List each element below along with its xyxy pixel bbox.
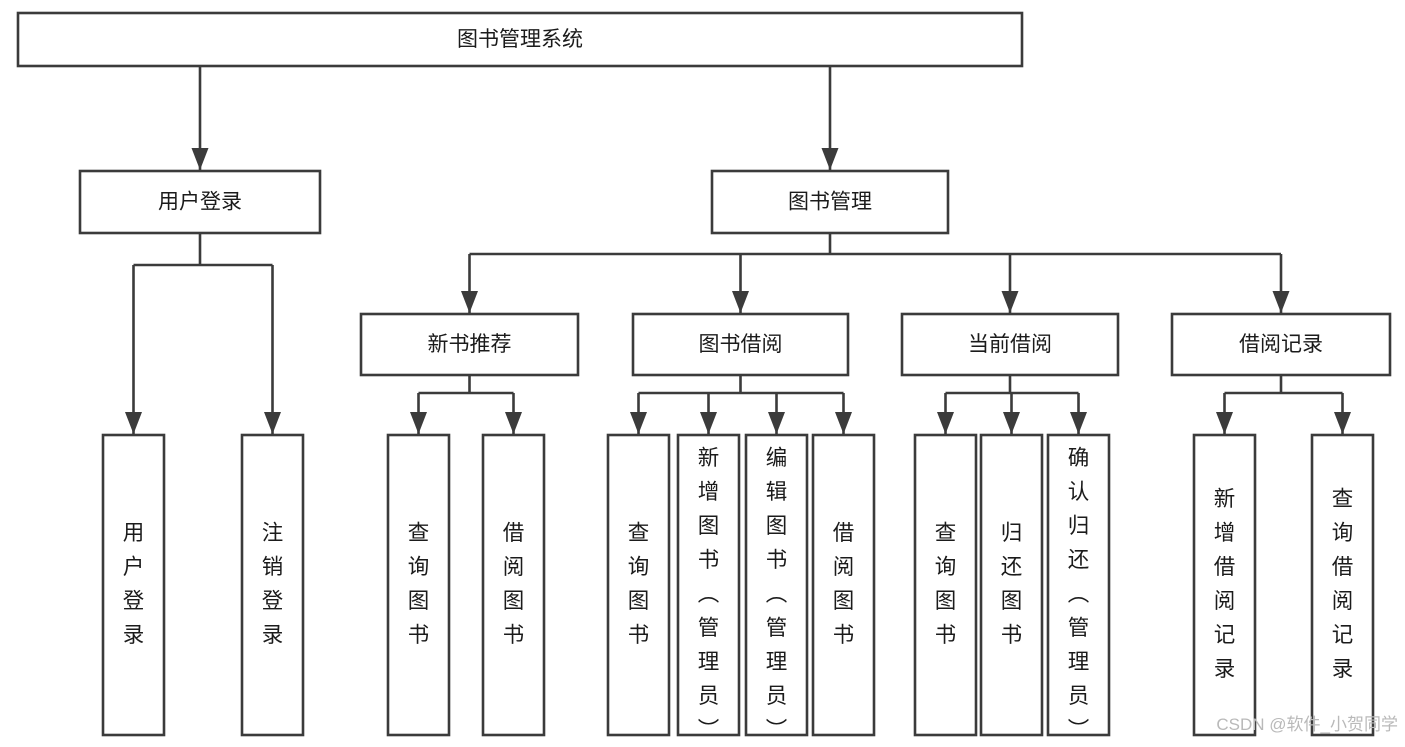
node-label-leaf-query-book-recommend: 查询图书 bbox=[408, 521, 430, 647]
node-box-leaf-return-book bbox=[979, 433, 1044, 737]
edge-arrowhead bbox=[461, 291, 478, 313]
node-box-borrow-record bbox=[1170, 312, 1392, 377]
node-box-leaf-query-book-recommend bbox=[386, 433, 451, 737]
node-leaf-logout-login[interactable]: 注销登录 bbox=[240, 433, 305, 737]
node-label-new-book-recommend: 新书推荐 bbox=[428, 333, 512, 356]
connector-from-book-borrow bbox=[630, 375, 852, 434]
node-box-leaf-user-login bbox=[101, 433, 166, 737]
edge-arrowhead bbox=[1001, 291, 1019, 313]
node-leaf-query-book-current[interactable]: 查询图书 bbox=[913, 433, 978, 737]
node-box-leaf-edit-book-admin bbox=[744, 433, 809, 737]
node-box-leaf-query-book-current bbox=[913, 433, 978, 737]
node-label-leaf-borrow-book-recommend: 借阅图书 bbox=[503, 521, 525, 647]
node-label-leaf-edit-book-admin: 编辑图书︵管理员︶ bbox=[766, 446, 788, 742]
node-label-leaf-borrow-book: 借阅图书 bbox=[833, 521, 855, 647]
connector-from-user-login bbox=[125, 233, 281, 434]
node-current-borrow[interactable]: 当前借阅 bbox=[900, 312, 1120, 377]
node-box-leaf-add-book-admin bbox=[676, 433, 741, 737]
edge-arrowhead bbox=[410, 412, 427, 434]
edge-arrowhead bbox=[264, 412, 281, 434]
node-leaf-borrow-book[interactable]: 借阅图书 bbox=[811, 433, 876, 737]
node-label-leaf-query-borrow-record: 查询借阅记录 bbox=[1332, 487, 1354, 681]
node-label-borrow-record: 借阅记录 bbox=[1239, 333, 1323, 356]
node-leaf-edit-book-admin[interactable]: 编辑图书︵管理员︶ bbox=[744, 433, 809, 742]
node-box-leaf-borrow-book-recommend bbox=[481, 433, 546, 737]
node-box-current-borrow bbox=[900, 312, 1120, 377]
edge-arrowhead bbox=[1216, 412, 1233, 434]
node-label-leaf-query-book-borrow: 查询图书 bbox=[628, 521, 650, 647]
node-label-leaf-logout-login: 注销登录 bbox=[262, 521, 284, 647]
node-label-leaf-return-book: 归还图书 bbox=[1001, 521, 1023, 647]
connector-from-new-book-recommend bbox=[410, 375, 522, 434]
node-box-leaf-query-book-borrow bbox=[606, 433, 671, 737]
edge-arrowhead bbox=[505, 412, 522, 434]
node-box-book-management bbox=[710, 169, 950, 235]
connector-from-current-borrow bbox=[937, 375, 1087, 434]
edge-arrowhead bbox=[630, 412, 647, 434]
node-leaf-confirm-return-admin[interactable]: 确认归还︵管理员︶ bbox=[1046, 433, 1111, 742]
connector-from-book-management bbox=[461, 233, 1290, 313]
node-label-current-borrow: 当前借阅 bbox=[968, 333, 1052, 356]
connector-from-root bbox=[191, 59, 839, 170]
edge-arrowhead bbox=[191, 148, 209, 170]
node-leaf-query-book-borrow[interactable]: 查询图书 bbox=[606, 433, 671, 737]
node-book-borrow[interactable]: 图书借阅 bbox=[631, 312, 850, 377]
node-label-book-borrow: 图书借阅 bbox=[699, 333, 783, 356]
node-box-leaf-confirm-return-admin bbox=[1046, 433, 1111, 737]
connector-from-borrow-record bbox=[1216, 375, 1351, 434]
edge-arrowhead bbox=[1334, 412, 1351, 434]
node-box-leaf-query-borrow-record bbox=[1310, 433, 1375, 737]
csdn-watermark: CSDN @软件_小贺同学 bbox=[1216, 715, 1398, 734]
edge-arrowhead bbox=[835, 412, 852, 434]
nodes-layer: 图书管理系统用户登录图书管理新书推荐图书借阅当前借阅借阅记录用户登录注销登录查询… bbox=[16, 11, 1392, 742]
node-leaf-query-book-recommend[interactable]: 查询图书 bbox=[386, 433, 451, 737]
edge-arrowhead bbox=[1272, 291, 1290, 313]
edge-arrowhead bbox=[768, 412, 785, 434]
node-leaf-return-book[interactable]: 归还图书 bbox=[979, 433, 1044, 737]
node-box-root bbox=[16, 11, 1024, 68]
node-label-leaf-query-book-current: 查询图书 bbox=[935, 521, 957, 647]
edge-arrowhead bbox=[1003, 412, 1020, 434]
node-label-book-management: 图书管理 bbox=[788, 191, 872, 214]
node-user-login[interactable]: 用户登录 bbox=[78, 169, 322, 235]
node-leaf-borrow-book-recommend[interactable]: 借阅图书 bbox=[481, 433, 546, 737]
node-box-leaf-borrow-book bbox=[811, 433, 876, 737]
edge-arrowhead bbox=[937, 412, 954, 434]
node-label-leaf-confirm-return-admin: 确认归还︵管理员︶ bbox=[1068, 446, 1090, 742]
node-leaf-query-borrow-record[interactable]: 查询借阅记录 bbox=[1310, 433, 1375, 737]
edges-layer bbox=[125, 59, 1351, 434]
node-book-management[interactable]: 图书管理 bbox=[710, 169, 950, 235]
edge-arrowhead bbox=[1070, 412, 1087, 434]
node-label-root: 图书管理系统 bbox=[457, 28, 583, 51]
node-box-new-book-recommend bbox=[359, 312, 580, 377]
node-label-leaf-user-login: 用户登录 bbox=[123, 521, 145, 647]
node-leaf-add-borrow-record[interactable]: 新增借阅记录 bbox=[1192, 433, 1257, 737]
node-new-book-recommend[interactable]: 新书推荐 bbox=[359, 312, 580, 377]
edge-arrowhead bbox=[821, 148, 839, 170]
node-borrow-record[interactable]: 借阅记录 bbox=[1170, 312, 1392, 377]
node-label-leaf-add-borrow-record: 新增借阅记录 bbox=[1214, 487, 1236, 681]
node-label-user-login: 用户登录 bbox=[158, 191, 242, 214]
node-label-leaf-add-book-admin: 新增图书︵管理员︶ bbox=[698, 446, 720, 742]
node-box-user-login bbox=[78, 169, 322, 235]
node-box-book-borrow bbox=[631, 312, 850, 377]
node-box-leaf-logout-login bbox=[240, 433, 305, 737]
node-leaf-user-login[interactable]: 用户登录 bbox=[101, 433, 166, 737]
edge-arrowhead bbox=[700, 412, 717, 434]
node-root[interactable]: 图书管理系统 bbox=[16, 11, 1024, 68]
edge-arrowhead bbox=[125, 412, 142, 434]
edge-arrowhead bbox=[732, 291, 749, 313]
node-box-leaf-add-borrow-record bbox=[1192, 433, 1257, 737]
node-leaf-add-book-admin[interactable]: 新增图书︵管理员︶ bbox=[676, 433, 741, 742]
